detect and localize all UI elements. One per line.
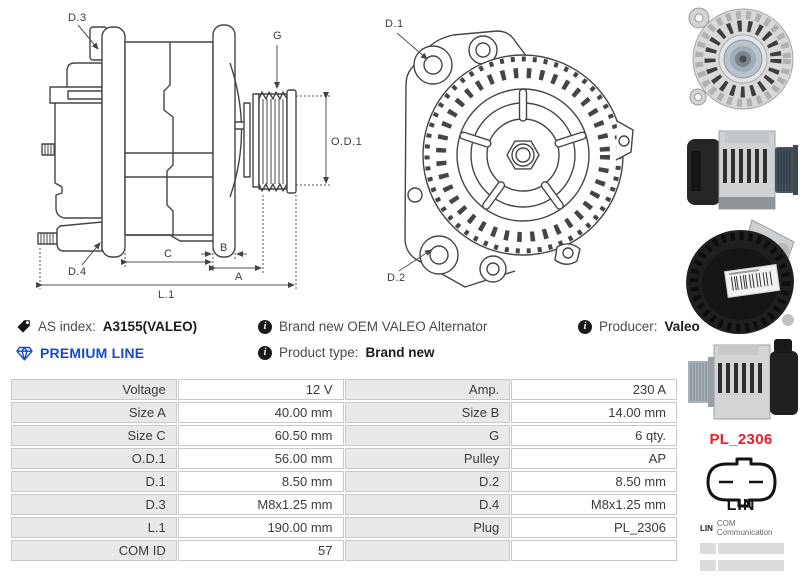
dim-label-l1: L.1 <box>158 289 175 300</box>
spec-label: D.3 <box>11 494 177 515</box>
spec-value: 230 A <box>511 379 677 400</box>
spec-value: 12 V <box>177 379 344 400</box>
com-table-row <box>700 543 790 554</box>
connector-name-label: LIN <box>726 497 756 514</box>
table-row: D.1 8.50 mm D.2 8.50 mm <box>11 471 677 492</box>
product-type-row: i Product type: Brand new <box>258 345 435 360</box>
product-type-value: Brand new <box>365 345 435 360</box>
spec-label: G <box>344 425 511 446</box>
tag-icon <box>17 320 30 333</box>
com-table-row <box>700 560 790 571</box>
dim-label-g: G <box>273 30 282 42</box>
spec-value: 60.50 mm <box>177 425 344 446</box>
product-photo-front[interactable] <box>683 2 800 115</box>
spec-value: AP <box>511 448 677 469</box>
table-row: L.1 190.00 mm Plug PL_2306 <box>11 517 677 538</box>
com-table-header-lin: LIN <box>700 523 713 533</box>
com-table-header-communication: COM Communication <box>716 519 773 537</box>
com-table-cell <box>700 560 716 571</box>
alternator-side-view-drawing: D.3 G O.D.1 D.4 C B A L.1 <box>36 12 362 300</box>
dim-label-od1: O.D.1 <box>331 136 362 148</box>
product-photo-rear[interactable] <box>682 212 800 339</box>
brand-new-text: Brand new OEM VALEO Alternator <box>279 319 488 334</box>
as-index-label: AS index: <box>38 319 96 334</box>
spec-value: 8.50 mm <box>511 471 677 492</box>
spec-label: Size A <box>11 402 177 423</box>
product-photo-side-left-pulley[interactable] <box>688 337 800 427</box>
info-icon: i <box>258 345 272 360</box>
spec-value: 8.50 mm <box>177 471 344 492</box>
com-communication-table: LIN COM Communication <box>700 519 790 571</box>
info-icon: i <box>578 319 592 334</box>
info-icon: i <box>258 319 272 334</box>
dim-label-c: C <box>164 248 172 260</box>
product-type-label: Product type: <box>279 345 359 360</box>
premium-line-label: PREMIUM LINE <box>40 345 145 361</box>
spec-value: 40.00 mm <box>177 402 344 423</box>
product-photo-side-right-pulley[interactable] <box>685 119 800 217</box>
table-row: Voltage 12 V Amp. 230 A <box>11 379 677 400</box>
spec-label: Size B <box>344 402 511 423</box>
producer-label: Producer: <box>599 319 658 334</box>
spec-label: Size C <box>11 425 177 446</box>
producer-value: Valeo <box>664 319 700 334</box>
table-row: COM ID 57 <box>11 540 677 561</box>
spec-label: Amp. <box>344 379 511 400</box>
spec-value: 56.00 mm <box>177 448 344 469</box>
spec-label: D.4 <box>344 494 511 515</box>
com-table-cell <box>718 543 784 554</box>
spec-label: Pulley <box>344 448 511 469</box>
dim-label-b: B <box>220 242 228 254</box>
spec-value: 57 <box>177 540 344 561</box>
table-row: Size C 60.50 mm G 6 qty. <box>11 425 677 446</box>
dim-label-d4: D.4 <box>68 266 87 278</box>
table-row: Size A 40.00 mm Size B 14.00 mm <box>11 402 677 423</box>
as-index-row: AS index: A3155(VALEO) <box>16 319 197 334</box>
dim-label-a: A <box>235 271 243 283</box>
com-table-cell <box>718 560 784 571</box>
spec-label: COM ID <box>11 540 177 561</box>
table-row: D.3 M8x1.25 mm D.4 M8x1.25 mm <box>11 494 677 515</box>
premium-line-row: PREMIUM LINE <box>16 345 144 361</box>
lin-connector-icon <box>706 457 777 508</box>
spec-value: M8x1.25 mm <box>177 494 344 515</box>
dim-label-d1: D.1 <box>385 18 404 30</box>
alternator-front-view-drawing: D.1 D.2 <box>385 18 634 288</box>
table-row: O.D.1 56.00 mm Pulley AP <box>11 448 677 469</box>
dim-label-d3: D.3 <box>68 12 87 24</box>
spec-label: L.1 <box>11 517 177 538</box>
producer-row: i Producer: Valeo <box>578 319 700 334</box>
diamond-gem-icon <box>16 346 33 360</box>
spec-value <box>511 540 677 561</box>
com-table-cell <box>700 543 716 554</box>
spec-value: M8x1.25 mm <box>511 494 677 515</box>
as-index-value: A3155(VALEO) <box>102 319 198 334</box>
spec-value: PL_2306 <box>511 517 677 538</box>
spec-table: Voltage 12 V Amp. 230 A Size A 40.00 mm … <box>10 377 678 563</box>
spec-value: 6 qty. <box>511 425 677 446</box>
spec-label: Plug <box>344 517 511 538</box>
spec-label: D.2 <box>344 471 511 492</box>
spec-value: 14.00 mm <box>511 402 677 423</box>
brand-new-row: i Brand new OEM VALEO Alternator <box>258 319 487 334</box>
spec-label: D.1 <box>11 471 177 492</box>
spec-label <box>344 540 511 561</box>
dim-label-d2: D.2 <box>387 272 406 284</box>
spec-value: 190.00 mm <box>177 517 344 538</box>
spec-label: Voltage <box>11 379 177 400</box>
plug-code: PL_2306 <box>709 431 773 448</box>
spec-label: O.D.1 <box>11 448 177 469</box>
